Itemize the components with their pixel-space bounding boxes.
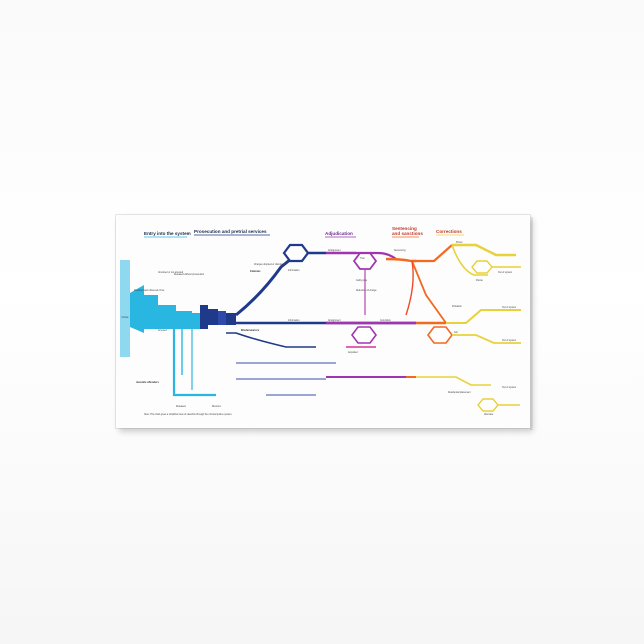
prison-path [452,243,516,257]
parole-label: Parole [476,279,483,282]
sentencing-label: Sentencing [394,249,406,252]
reduction-label: Reduction of charge [356,289,377,292]
conviction-label: Conviction [380,319,391,322]
juvenile-path [172,329,216,397]
juvenile-corrections [416,376,491,386]
parole-path [451,244,488,276]
canvas-print: Entry into the system Prosecution and pr… [116,215,530,428]
probation-label: Probation [452,305,463,308]
guilty-plea-label: Guilty plea [356,279,368,282]
flowchart-diagram: Entry into the system Prosecution and pr… [120,226,521,416]
arrested-to-pros-block [192,313,200,329]
to-probation [411,260,447,324]
jail-path [452,334,521,344]
felonies-label: Felonies [250,269,261,273]
arrested-block [158,305,176,329]
charges-dropped-label: Charges dropped or dismissed [254,263,286,266]
prison-label: Prison [456,241,463,244]
jail-label: Jail [454,332,458,334]
out-of-system-3: Out of system [502,339,516,342]
released-block [176,311,192,329]
sentencing-felony [385,257,416,263]
note-left: Note: This chart gives a simplified view… [144,413,233,416]
aftercare-label: Aftercare [484,413,494,416]
diverted-label: Diverted [212,405,221,408]
prosecution-block-2 [208,309,218,325]
reported-crime-block [144,295,158,329]
residential-label: Residential placement [448,391,471,394]
out-of-system-1: Out of system [498,271,512,274]
out-of-system-4: Out of system [502,386,516,389]
released-label: Released without prosecution [174,273,205,276]
misd-trial-hexagon [351,326,377,344]
heading-corrections: Corrections [436,229,462,234]
heading-adjudication: Adjudication [325,231,353,236]
released-juvenile-label: Released [176,406,186,408]
information-label-lower: Information [288,319,300,322]
trial-label: Trial [360,257,365,260]
information-label: Information [288,269,300,272]
misd-sentencing-hexagon [427,326,453,344]
parole-hexagon [471,260,493,274]
entry-funnel [130,285,144,333]
arrested-label: Arrested [158,329,167,332]
reported-label: Reported and observed crime [134,289,165,292]
felony-hexagon [282,243,310,263]
juvenile-label: Juvenile offenders [136,380,159,384]
prosecution-block-3 [218,311,226,325]
prosecution-block-1 [200,305,208,329]
arraignment-label-2: Arraignment [328,319,341,322]
trial-hexagon [352,252,378,270]
crime-label: Crime [122,315,129,319]
out-of-system-2: Out of system [502,306,516,309]
dismissed-path [226,332,316,348]
probation-path [446,309,521,324]
unsolved-label: Unsolved or not arrested [158,271,184,274]
felony-path [235,253,297,317]
canvas-edge [530,217,533,430]
prosecution-block-4 [226,313,236,325]
heading-prosecution: Prosecution and pretrial services [194,229,267,234]
misdemeanors-label: Misdemeanors [241,328,260,332]
arraignment-label: Arraignment [328,249,341,252]
adj-to-sentencing [356,251,397,260]
to-prison [412,244,453,263]
aftercare-hexagon [477,398,499,412]
acquitted-label: Acquitted [348,351,358,354]
heading-entry: Entry into the system [144,231,191,236]
intermediate [405,260,414,316]
crime-bar [120,260,130,357]
